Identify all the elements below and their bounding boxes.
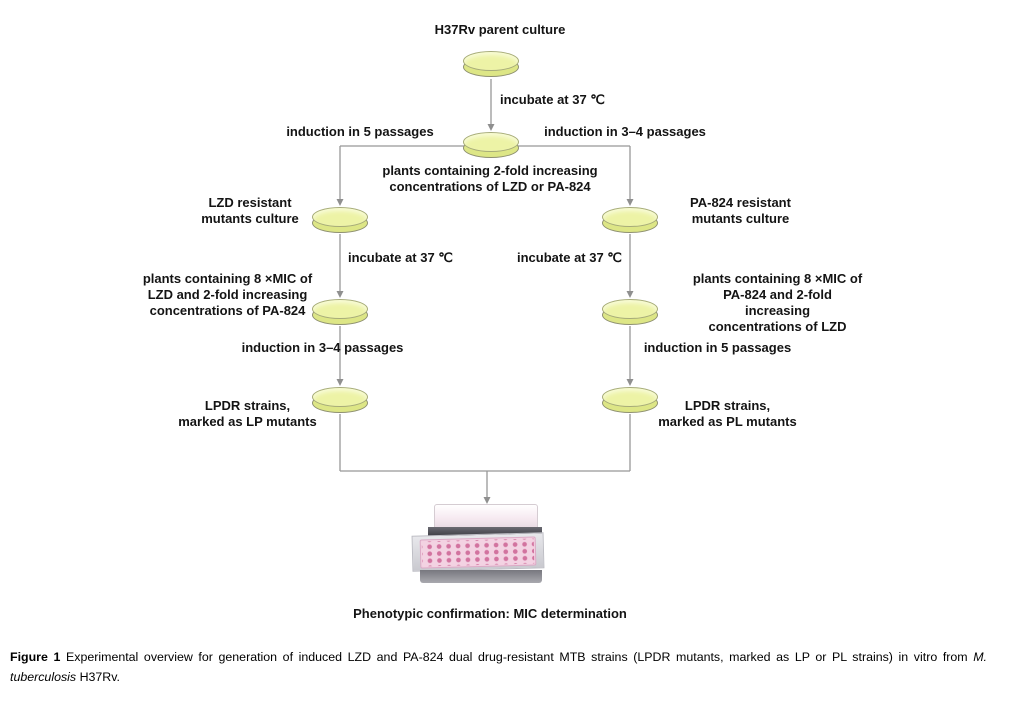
- induction-left-top-label: induction in 5 passages: [286, 124, 434, 139]
- petri-dish-pa824-mic: [601, 299, 659, 326]
- plate-reader-tray: [411, 532, 545, 572]
- petri-dish-lzd-resistant: [311, 207, 369, 234]
- induction-left-bottom-label: induction in 3–4 passages: [241, 340, 404, 355]
- petri-dish-incubated: [462, 132, 520, 159]
- plate-reader-lid: [434, 504, 538, 528]
- plate-reader-slot: [428, 527, 542, 536]
- figure-caption-label: Figure 1: [10, 650, 61, 664]
- petri-dish-lp-mutants: [311, 387, 369, 414]
- microplate: [419, 536, 537, 569]
- petri-dish-surface: [602, 299, 658, 319]
- plants-center-label: plants containing 2-fold increasing conc…: [382, 163, 598, 194]
- induction-right-bottom-label: induction in 5 passages: [643, 340, 792, 355]
- parent-culture-label: H37Rv parent culture: [434, 22, 566, 37]
- phenotypic-confirmation-label: Phenotypic confirmation: MIC determinati…: [353, 606, 627, 621]
- incubate-top-label: incubate at 37 ℃: [500, 92, 605, 107]
- figure-caption-strain: H37Rv.: [79, 669, 120, 684]
- petri-dish-surface: [312, 299, 368, 319]
- plants-right-label: plants containing 8 ×MIC of PA-824 and 2…: [692, 271, 863, 334]
- petri-dish-surface: [463, 132, 519, 152]
- plate-reader-front: [420, 570, 542, 583]
- petri-dish-surface: [602, 207, 658, 227]
- figure-caption: Figure 1 Experimental overview for gener…: [10, 648, 987, 688]
- petri-dish-surface: [463, 51, 519, 71]
- lzd-resistant-label: LZD resistant mutants culture: [201, 195, 299, 226]
- pa824-resistant-label: PA-824 resistant mutants culture: [690, 195, 791, 226]
- microplate-wells: [421, 538, 535, 567]
- lpdr-right-label: LPDR strains, marked as PL mutants: [658, 398, 797, 429]
- figure-caption-text: Experimental overview for generation of …: [66, 650, 968, 664]
- petri-dish-pl-mutants: [601, 387, 659, 414]
- induction-right-top-label: induction in 3–4 passages: [544, 124, 706, 139]
- incubate-right-label: incubate at 37 ℃: [517, 250, 622, 265]
- lpdr-left-label: LPDR strains, marked as LP mutants: [178, 398, 317, 429]
- plate-reader-photo: [411, 504, 546, 588]
- petri-dish-lzd-mic: [311, 299, 369, 326]
- petri-dish-surface: [312, 207, 368, 227]
- petri-dish-pa824-resistant: [601, 207, 659, 234]
- petri-dish-surface: [312, 387, 368, 407]
- connector-lines: [339, 79, 631, 498]
- plants-left-label: plants containing 8 ×MIC of LZD and 2-fo…: [142, 271, 313, 318]
- arrowheads: [336, 124, 634, 504]
- species-name: M. tuberculosis: [10, 650, 987, 684]
- incubate-left-label: incubate at 37 ℃: [348, 250, 453, 265]
- petri-dish-parent: [462, 51, 520, 78]
- petri-dish-surface: [602, 387, 658, 407]
